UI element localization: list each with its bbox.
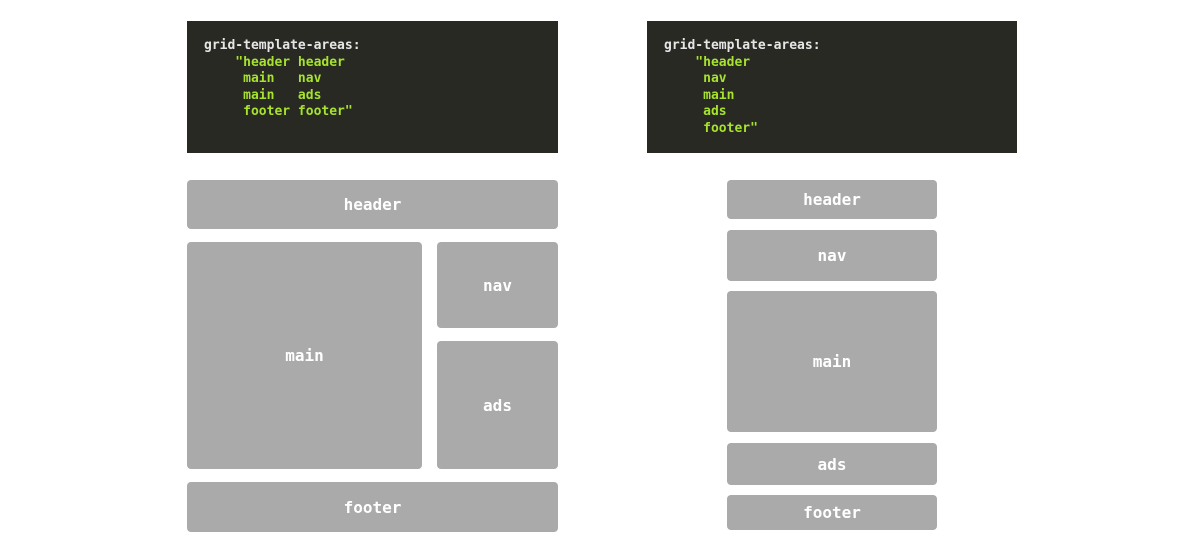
code-panel-single-column: grid-template-areas: "header nav main ad… [647,21,1017,153]
left-footer-area: footer [187,482,558,532]
right-footer-area: footer [727,495,937,530]
code-value-line: main [664,87,735,103]
code-value-line: nav [664,71,727,86]
code-value-line: footer" [664,120,758,136]
left-ads-area: ads [437,341,558,469]
code-property: grid-template-areas: [204,38,361,53]
code-property: grid-template-areas: [664,38,821,53]
right-header-area: header [727,180,937,219]
code-value-line: "header header [204,54,345,70]
code-value-line: main ads [204,87,322,103]
left-header-area: header [187,180,558,229]
code-value-line: footer footer" [204,104,353,119]
code-value-line: "header [664,54,751,70]
right-nav-area: nav [727,230,937,281]
code-panel-two-column: grid-template-areas: "header header main… [187,21,558,153]
right-ads-area: ads [727,443,937,485]
code-value-line: ads [664,104,727,119]
left-main-area: main [187,242,422,469]
left-nav-area: nav [437,242,558,328]
right-main-area: main [727,291,937,432]
code-value-line: main nav [204,71,322,86]
